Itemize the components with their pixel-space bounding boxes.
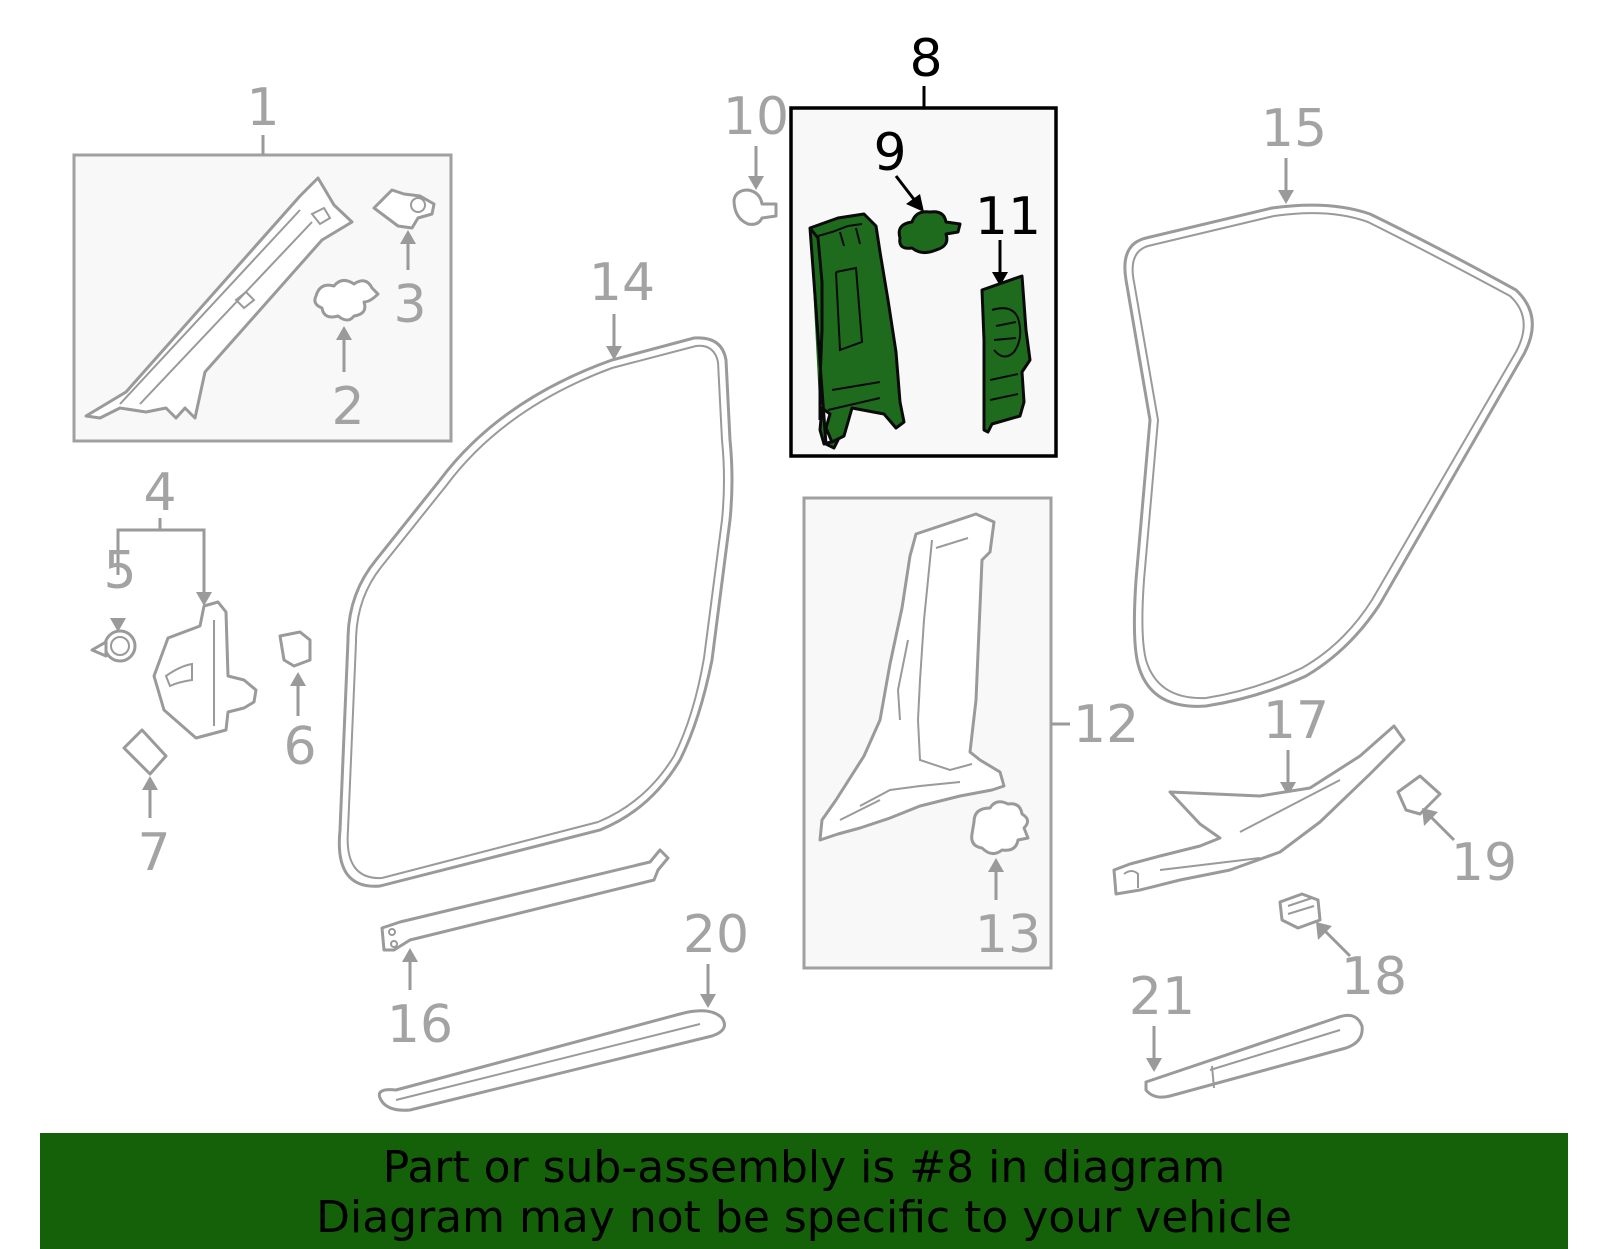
callout-8[interactable]: 8 (909, 29, 942, 89)
callout-2[interactable]: 2 (331, 377, 364, 437)
arrowhead-13 (988, 858, 1004, 872)
clip-part-9[interactable] (897, 210, 962, 255)
part-group-18[interactable]: 18 (1278, 892, 1407, 1007)
b-pillar-trim-detail (817, 223, 881, 411)
b-pillar-lower-trim-part[interactable] (818, 512, 1006, 842)
clip-5-head (103, 629, 137, 663)
callout-16[interactable]: 16 (387, 995, 453, 1055)
a-pillar-clip-seats (234, 206, 332, 310)
part-group-19[interactable]: 19 (1396, 774, 1517, 893)
leader-9 (894, 175, 918, 203)
arrowhead-17 (1280, 782, 1296, 796)
b-pillar-lower-garnish-part[interactable] (980, 274, 1032, 434)
b-pillar-garnish-detail (989, 307, 1022, 401)
banner-line-1: Part or sub-assembly is #8 in diagram (382, 1142, 1226, 1193)
callout-18[interactable]: 18 (1341, 947, 1407, 1007)
clip-part-13[interactable] (970, 800, 1030, 855)
part-group-12[interactable]: 12 13 (802, 496, 1139, 970)
arrowhead-11 (992, 272, 1008, 286)
sill-16-hole-2 (390, 940, 398, 948)
clip-3-head (410, 197, 426, 213)
part-group-14[interactable]: 14 (337, 253, 734, 888)
arrowhead-9 (906, 194, 924, 212)
rear-scuff-plate-edge (1209, 1029, 1341, 1089)
part-group-8[interactable]: 8 9 11 (789, 29, 1058, 458)
clip-part-7[interactable] (122, 728, 168, 776)
arrowhead-20 (700, 994, 716, 1008)
callout-15[interactable]: 15 (1261, 99, 1327, 159)
arrowhead-18 (1316, 922, 1332, 940)
sill-16-hole (388, 928, 396, 936)
callout-11[interactable]: 11 (975, 187, 1041, 247)
garnish-4-detail (164, 620, 215, 726)
callout-21[interactable]: 21 (1129, 967, 1195, 1027)
info-banner: Part or sub-assembly is #8 in diagram Di… (40, 1133, 1568, 1249)
clip-part-19[interactable] (1396, 774, 1442, 816)
callout-17[interactable]: 17 (1263, 691, 1329, 751)
rear-door-weatherstrip[interactable] (1123, 203, 1534, 708)
arrowhead-2 (336, 326, 352, 340)
part-group-4[interactable]: 4 5 6 7 (90, 463, 317, 883)
leader-18 (1320, 926, 1352, 958)
callout-9[interactable]: 9 (873, 123, 906, 183)
clip-part-2[interactable] (313, 279, 380, 322)
callout-20[interactable]: 20 (683, 905, 749, 965)
arrowhead-19 (1422, 808, 1438, 826)
arrowhead-16 (402, 948, 418, 962)
rear-sill-garnish-part[interactable] (1112, 724, 1406, 896)
arrowhead-5 (110, 618, 126, 632)
part-group-21[interactable]: 21 (1129, 967, 1364, 1099)
callout-12[interactable]: 12 (1073, 695, 1139, 755)
part-group-20[interactable]: 20 (377, 905, 749, 1112)
clip-part-3[interactable] (372, 188, 436, 230)
callout-5[interactable]: 5 (103, 541, 136, 601)
callout-19[interactable]: 19 (1451, 833, 1517, 893)
a-pillar-trim-ridge (119, 209, 313, 405)
arrowhead-15 (1278, 190, 1294, 204)
callout-14[interactable]: 14 (589, 253, 655, 313)
part-group-15[interactable]: 15 (1123, 99, 1534, 708)
banner-line-2: Diagram may not be specific to your vehi… (316, 1192, 1292, 1243)
clip-5-inner (110, 636, 130, 656)
clip-5-leg (90, 640, 108, 658)
callout-10[interactable]: 10 (723, 87, 789, 147)
callout-1[interactable]: 1 (246, 78, 279, 138)
clip-part-10[interactable] (732, 188, 778, 226)
arrowhead-14 (606, 346, 622, 360)
clip-part-5[interactable] (90, 629, 137, 663)
arrowhead-3 (400, 230, 416, 244)
clip-18-ridges (1287, 897, 1315, 915)
leader-19 (1426, 812, 1456, 842)
clip-part-6[interactable] (278, 630, 312, 668)
front-door-weatherstrip[interactable] (337, 336, 734, 888)
arrowhead-4 (196, 592, 212, 606)
garnish-part-4[interactable] (152, 600, 258, 740)
rear-door-weatherstrip-inner (1131, 212, 1525, 700)
arrowhead-7 (142, 776, 158, 790)
front-sill-plate-part[interactable] (380, 848, 670, 952)
front-scuff-plate-edge (395, 1023, 701, 1101)
callout-4[interactable]: 4 (143, 463, 176, 523)
b-pillar-lower-trim-detail (839, 537, 973, 821)
part-group-16[interactable]: 16 (380, 848, 670, 1055)
part-group-17[interactable]: 17 (1112, 691, 1406, 896)
callout-3[interactable]: 3 (393, 275, 426, 335)
rear-sill-garnish-detail (1123, 779, 1341, 888)
callout-6[interactable]: 6 (283, 717, 316, 777)
arrowhead-6 (290, 672, 306, 686)
callout-7[interactable]: 7 (137, 823, 170, 883)
front-door-weatherstrip-inner (346, 344, 725, 880)
part-group-1[interactable]: 1 3 2 (72, 78, 453, 443)
part-group-10[interactable]: 10 (723, 87, 789, 226)
arrowhead-21 (1146, 1058, 1162, 1072)
callout-13[interactable]: 13 (975, 905, 1041, 965)
arrowhead-10 (748, 176, 764, 190)
